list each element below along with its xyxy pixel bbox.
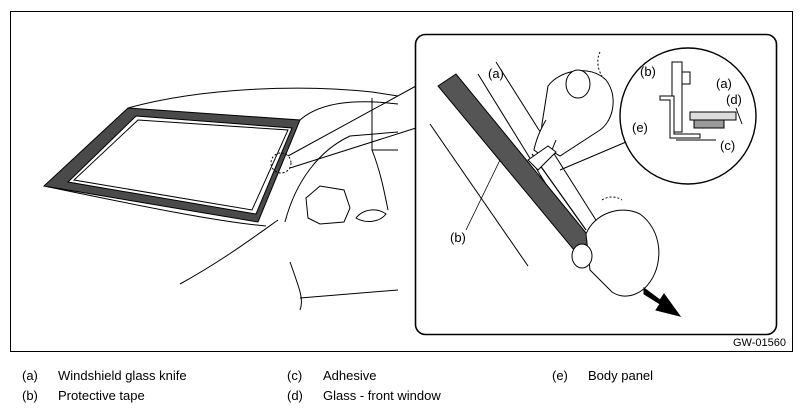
callout-e-section: (e) (632, 120, 648, 135)
figure-id: GW-01560 (733, 337, 786, 349)
legend-text: Adhesive (323, 368, 377, 383)
callout-b-leader (465, 159, 501, 231)
procedure-diagram: (a) (b) (b) (a) (d) (e) (c) GW-01560 (10, 11, 793, 352)
cross-section-circle (619, 47, 757, 185)
callout-d-section: (d) (726, 92, 742, 107)
legend-text: Body panel (588, 368, 654, 383)
callout-b-inset: (b) (450, 230, 466, 245)
legend-key: (a) (22, 368, 38, 383)
windshield-glass (72, 119, 289, 211)
knife-handle-knob (565, 69, 591, 99)
callout-c-section: (c) (720, 138, 735, 153)
car-illustration (43, 87, 399, 311)
lower-hand (571, 196, 660, 297)
legend-key: (c) (287, 368, 303, 383)
windshield-tape-frame (42, 107, 301, 223)
legend-text: Glass - front window (323, 388, 441, 403)
leader-line-top (287, 85, 417, 157)
legend-key: (b) (22, 388, 38, 403)
legend-text: Protective tape (58, 388, 145, 403)
section-leader-line (559, 141, 627, 171)
legend-text: Windshield glass knife (58, 368, 187, 383)
leader-line-bottom (289, 127, 417, 169)
pull-direction-arrow (643, 287, 682, 317)
cross-section-parts (659, 61, 743, 141)
legend: (a) Windshield glass knife (b) Protectiv… (0, 360, 804, 412)
upper-hand (527, 51, 614, 171)
legend-key: (d) (287, 388, 303, 403)
callout-a-inset: (a) (488, 66, 504, 81)
legend-key: (e) (552, 368, 568, 383)
knife-grip-end (571, 243, 593, 269)
detail-marker (270, 152, 292, 174)
callout-b-section: (b) (640, 64, 656, 79)
callout-a-section: (a) (716, 76, 732, 91)
